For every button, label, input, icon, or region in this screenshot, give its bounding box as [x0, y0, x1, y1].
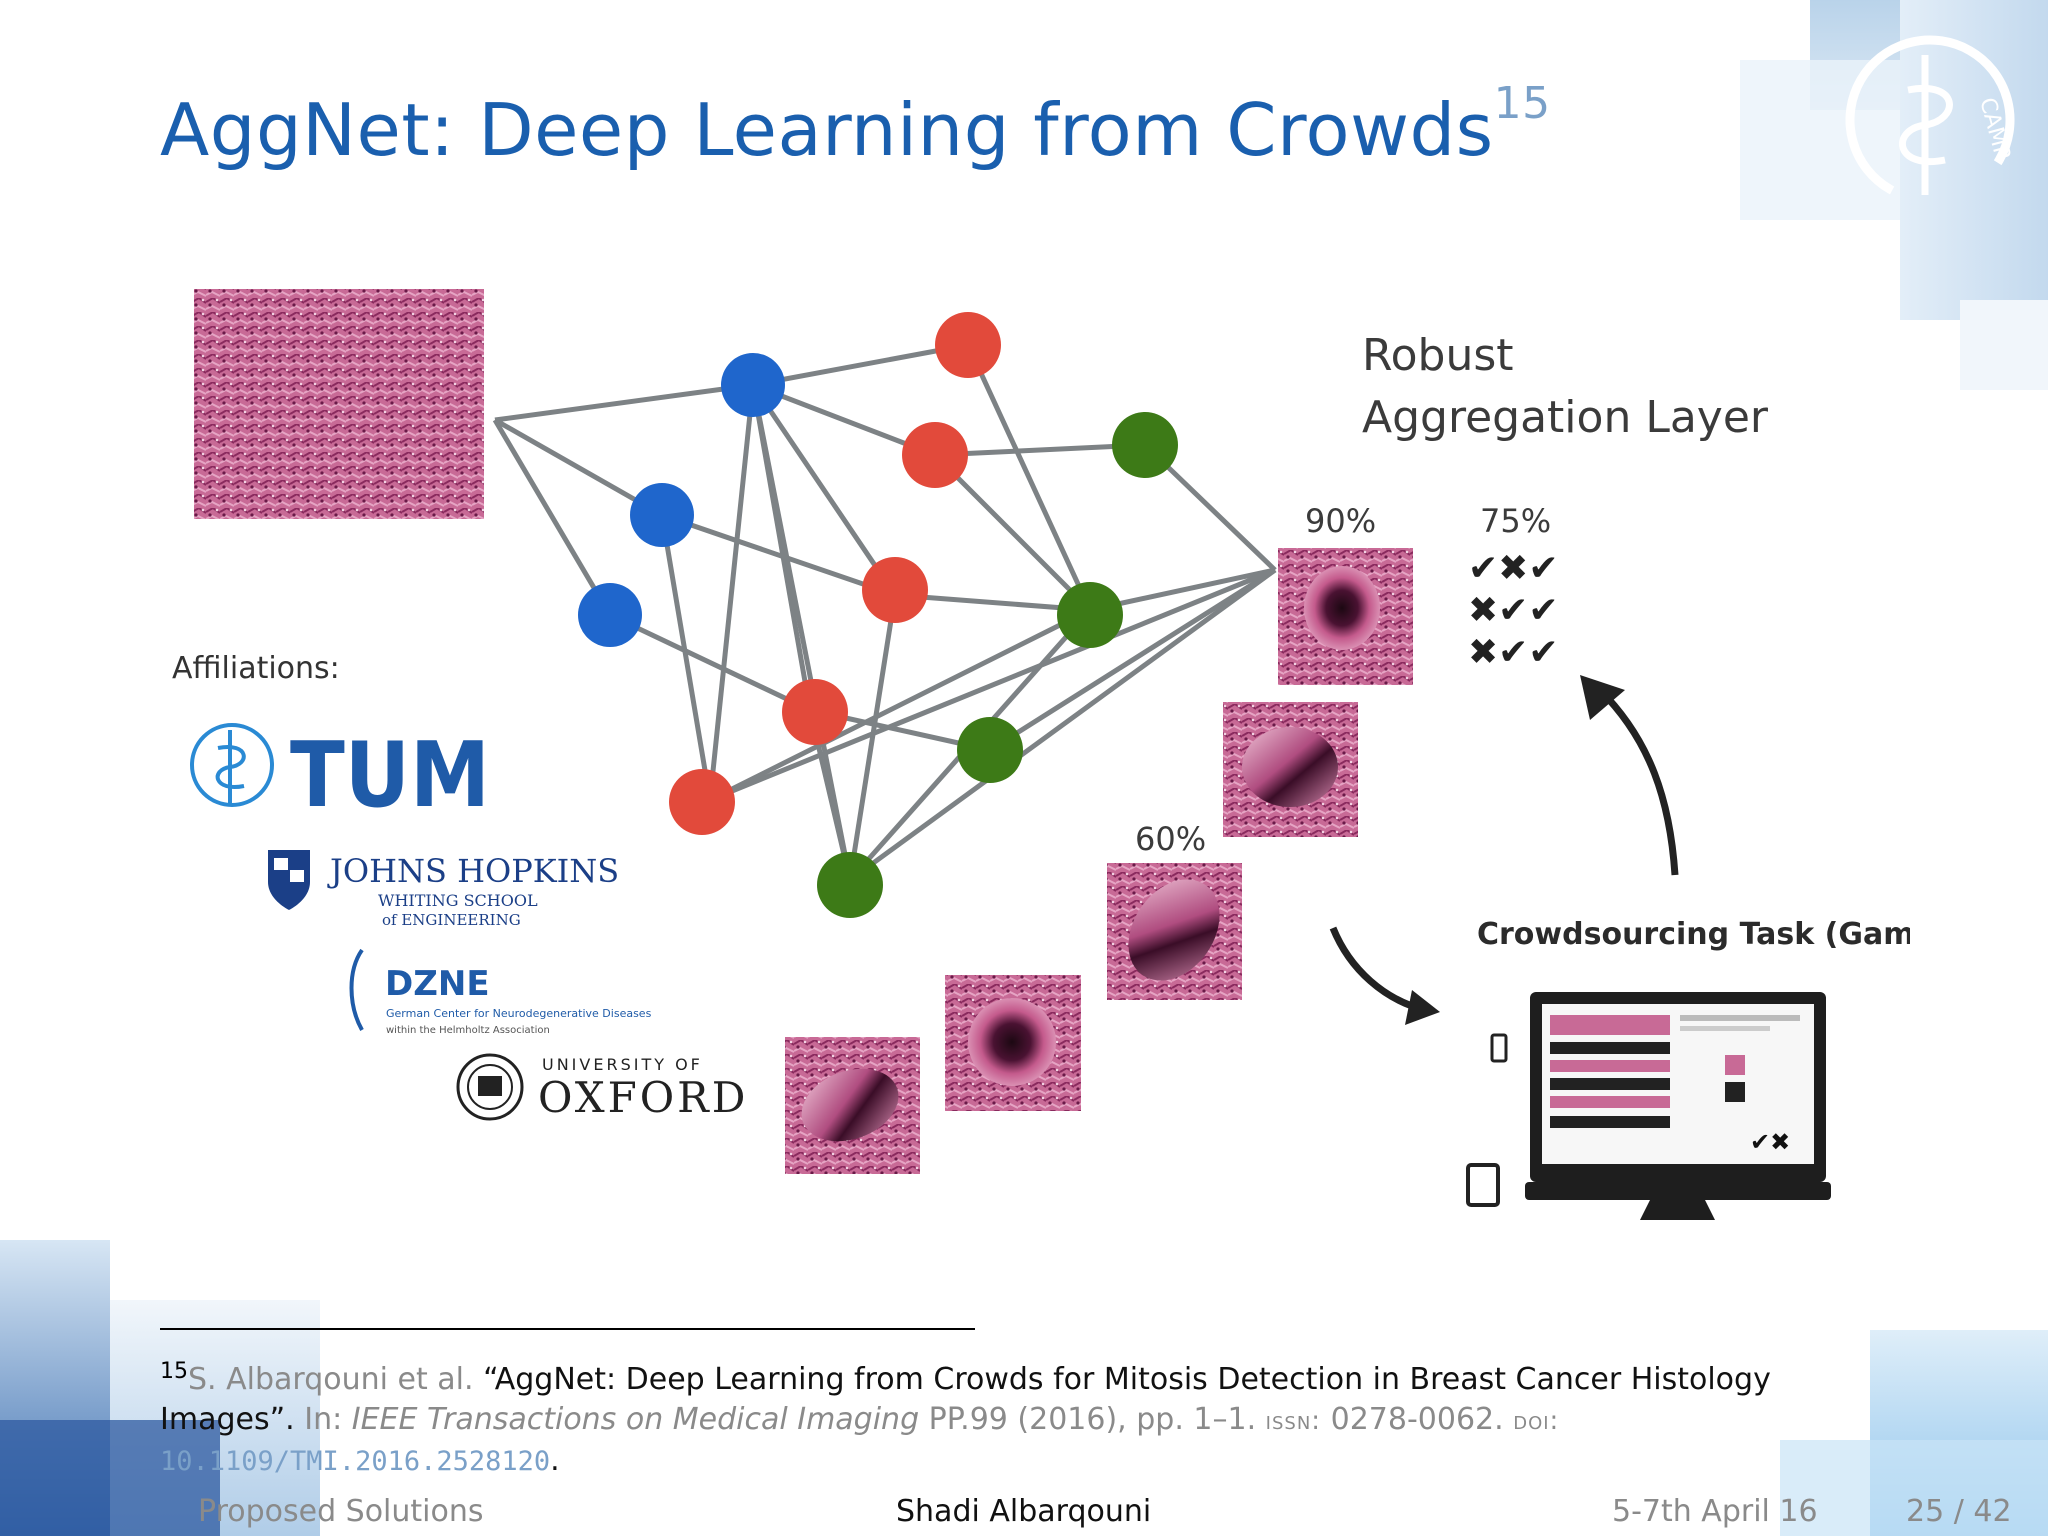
aggregation-layer-label: Aggregation Layer [1362, 392, 1769, 443]
svg-text:✔✖: ✔✖ [1750, 1128, 1790, 1156]
footnote-doi-label: doi: [1513, 1406, 1560, 1436]
dzne-subtitle: German Center for Neurodegenerative Dise… [386, 1007, 652, 1020]
dzne-icon [349, 948, 364, 1031]
network-node-green [1112, 412, 1178, 478]
network-node-red [902, 422, 968, 488]
patch-image [945, 975, 1081, 1111]
svg-text:✔✖✔: ✔✖✔ [1468, 548, 1559, 589]
corner-decoration [1960, 300, 2048, 390]
network-node-red [935, 312, 1001, 378]
footnote-issn: 0278-0062. [1330, 1402, 1504, 1437]
crowdsourcing-task-label: Crowdsourcing Task (Game) [1477, 917, 1910, 952]
footnote-journal: IEEE Transactions on Medical Imaging [351, 1402, 920, 1437]
footer-date: 5-7th April 16 [1612, 1494, 1818, 1529]
johns-hopkins-logo [268, 850, 310, 910]
footnote-details: PP.99 (2016), pp. 1–1. [928, 1402, 1257, 1437]
aggnet-figure: Robust Aggregation Layer 90% 75% 60% ✔✖✔… [172, 289, 1910, 1220]
svg-text:✖✔✔: ✖✔✔ [1468, 590, 1559, 631]
title-text: AggNet: Deep Learning from Crowds [160, 88, 1494, 172]
johns-hopkins-school: WHITING SCHOOL [378, 891, 538, 910]
corner-decoration [1780, 1440, 2048, 1536]
camp-logo: CAMP [1845, 35, 2015, 205]
oxford-subtitle: UNIVERSITY OF [542, 1055, 703, 1074]
percentage-label: 60% [1135, 820, 1206, 858]
camp-affiliation-logo [190, 723, 274, 807]
percentage-label: 75% [1480, 502, 1551, 540]
arrow-icon [1580, 675, 1625, 720]
footer-section[interactable]: Proposed Solutions [198, 1494, 484, 1529]
arrow-icon [1405, 990, 1440, 1025]
network-node-red [862, 557, 928, 623]
patch-image [785, 1037, 920, 1174]
arrow-icon [1597, 687, 1679, 876]
network-node-red [669, 769, 735, 835]
network-node-green [1057, 582, 1123, 648]
footnote-title: “AggNet: Deep Learning from Crowds for M… [160, 1362, 1771, 1437]
affiliations-label: Affiliations: [172, 651, 340, 686]
slide-title: AggNet: Deep Learning from Crowds15 [160, 78, 1551, 172]
footnote-rule [160, 1328, 975, 1330]
histology-input-image [194, 289, 484, 519]
footnote-doi-link[interactable]: 10.1109/TMI.2016.2528120 [160, 1446, 551, 1477]
patch-image [1107, 863, 1242, 1000]
patch-image [1223, 702, 1358, 837]
corner-decoration [0, 1420, 220, 1536]
network-node-red [782, 679, 848, 745]
oxford-crest-icon [456, 1053, 524, 1121]
network-node-blue [721, 353, 785, 417]
monitor-icon: ✔✖ [1525, 992, 1831, 1220]
tablet-icon [1466, 1163, 1500, 1207]
dzne-subtitle: within the Helmholtz Association [386, 1025, 550, 1036]
footnote-authors: S. Albarqouni et al. [188, 1362, 474, 1397]
footnote-number: 15 [160, 1359, 188, 1384]
footer-author[interactable]: Shadi Albarqouni [896, 1494, 1152, 1529]
percentage-label: 90% [1305, 502, 1376, 540]
patch-image [1278, 548, 1413, 685]
network-node-green [957, 717, 1023, 783]
footnote-issn-label: issn: [1265, 1406, 1322, 1436]
footer-page-number: 25 / 42 [1906, 1494, 2012, 1529]
johns-hopkins-school: of ENGINEERING [382, 911, 521, 929]
title-footnote-mark: 15 [1493, 78, 1551, 129]
oxford-logo: OXFORD [538, 1073, 748, 1122]
footnote: 15S. Albarqouni et al. “AggNet: Deep Lea… [160, 1352, 1860, 1482]
footer: Proposed Solutions Shadi Albarqouni 5-7t… [0, 1490, 2048, 1536]
johns-hopkins-name: JOHNS HOPKINS [327, 852, 619, 890]
tum-logo: TUM [290, 723, 490, 828]
phone-icon [1490, 1033, 1508, 1063]
corner-decoration [1740, 60, 1900, 220]
network-node-blue [630, 483, 694, 547]
network-node-blue [578, 583, 642, 647]
footnote-period: . [550, 1443, 560, 1478]
votes-grid: ✔✖✔ ✖✔✔ ✖✔✔ [1468, 548, 1559, 673]
dzne-logo: DZNE [385, 964, 490, 1004]
svg-text:✖✔✔: ✖✔✔ [1468, 632, 1559, 673]
footnote-in: In: [304, 1402, 343, 1437]
network-node-green [817, 852, 883, 918]
aggregation-layer-label: Robust [1362, 330, 1514, 381]
